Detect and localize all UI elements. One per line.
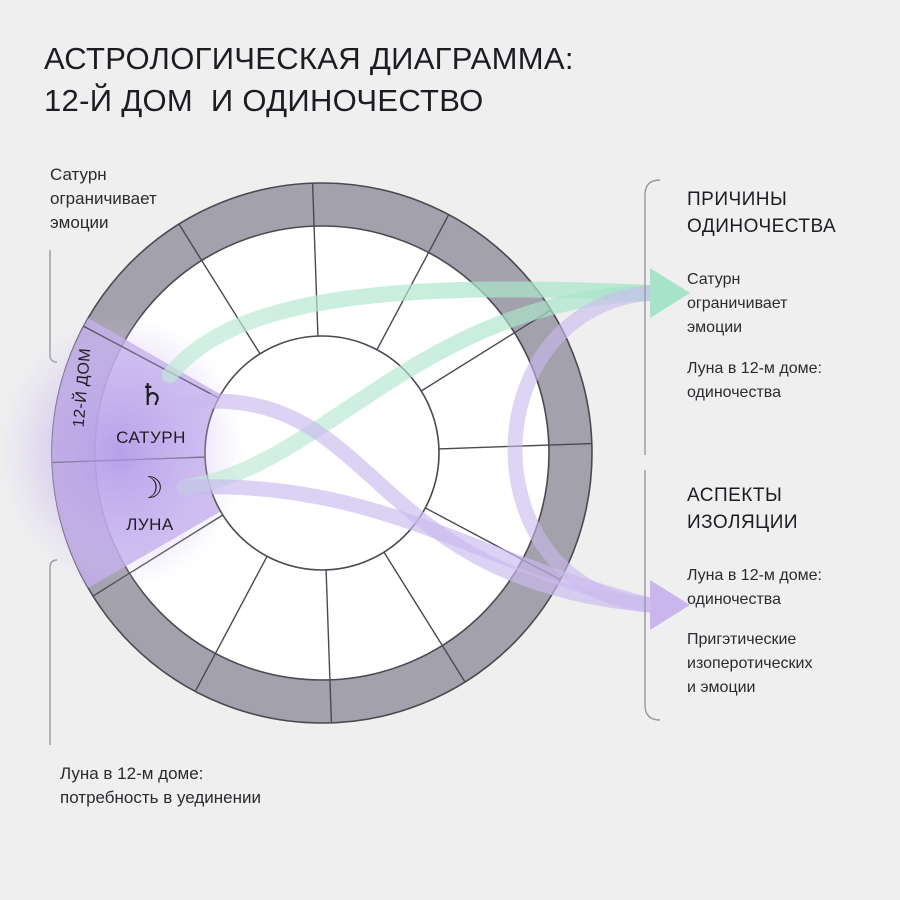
aspects-item-line: одиночества <box>687 591 781 608</box>
ring-divider-line <box>194 653 217 692</box>
moon-note-line: Луна в 12-м доме: <box>60 764 204 783</box>
flow-causes-to-aspects <box>507 285 658 613</box>
aspects-item-line: Пригэтические <box>687 631 797 648</box>
flow-saturn-to-causes <box>162 281 658 383</box>
aspects-item-line: Луна в 12-м доме: <box>687 567 822 584</box>
moon-note-line: потребность в уединении <box>60 788 262 807</box>
causes-item-line: одиночества <box>687 384 781 401</box>
causes-heading-line: ОДИНОЧЕСТВА <box>687 216 837 237</box>
saturn-label: САТУРН <box>116 428 186 447</box>
arrow-to-causes <box>650 268 690 318</box>
house-cusp-line <box>313 226 319 337</box>
saturn-note-line: Сатурн <box>50 165 107 184</box>
saturn-note-line: ограничивает <box>50 189 157 208</box>
causes-heading-line: ПРИЧИНЫ <box>687 189 788 210</box>
aspects-item-line: и эмоции <box>687 679 756 696</box>
arrow-to-aspects <box>650 580 690 630</box>
causes-item-moon: Луна в 12-м доме: одиночества <box>687 357 822 405</box>
house-cusp-line <box>376 252 430 351</box>
house-cusp-line <box>383 551 443 646</box>
house-cusp-line <box>201 260 261 355</box>
title-line-2: 12-Й ДОМ И ОДИНОЧЕСТВО <box>44 83 484 118</box>
ring-divider-line <box>178 223 203 261</box>
house-cusp-line <box>438 444 549 450</box>
ring-divider-line <box>329 679 333 723</box>
causes-item-line: Луна в 12-м доме: <box>687 360 822 377</box>
flow-moon-to-causes <box>177 285 658 495</box>
causes-bracket <box>644 179 661 455</box>
ring-divider-line <box>548 442 592 446</box>
ring-divider-line <box>441 645 466 683</box>
causes-item-line: Сатурн <box>687 271 741 288</box>
aspects-item-line: изоперотических <box>687 655 813 672</box>
causes-heading: ПРИЧИНЫ ОДИНОЧЕСТВА <box>687 186 836 240</box>
moon-note-bracket <box>49 559 58 745</box>
title-line-1: АСТРОЛОГИЧЕСКАЯ ДИАГРАММА: <box>44 41 574 76</box>
aspects-heading: АСПЕКТЫ ИЗОЛЯЦИИ <box>687 482 798 536</box>
causes-item-line: эмоции <box>687 319 743 336</box>
aspects-heading-line: ИЗОЛЯЦИИ <box>687 512 799 533</box>
saturn-note: Сатурн ограничивает эмоции <box>50 163 157 235</box>
saturn-glyph-icon: ♄ <box>139 378 166 413</box>
house-cusp-line <box>420 332 515 392</box>
aspects-bracket <box>644 470 661 721</box>
flow-saturn-to-aspects <box>177 393 658 613</box>
aspects-item-emotions: Пригэтические изоперотических и эмоции <box>687 628 812 700</box>
saturn-note-line: эмоции <box>50 213 109 232</box>
moon-glyph-icon: ☽ <box>137 471 164 506</box>
house-cusp-line <box>325 569 331 680</box>
house-cusp-line <box>214 555 268 654</box>
causes-item-line: ограничивает <box>687 295 788 312</box>
twelfth-house-glow <box>0 312 245 592</box>
aspects-item-moon: Луна в 12-м доме: одиночества <box>687 564 822 612</box>
ring-divider-line <box>311 183 315 227</box>
moon-note: Луна в 12-м доме: потребность в уединени… <box>60 762 261 810</box>
ring-divider-line <box>427 214 450 253</box>
page-title: АСТРОЛОГИЧЕСКАЯ ДИАГРАММА: 12-Й ДОМ И ОД… <box>44 38 574 122</box>
aspects-heading-line: АСПЕКТЫ <box>687 485 783 506</box>
moon-label: ЛУНА <box>126 515 174 534</box>
causes-item-saturn: Сатурн ограничивает эмоции <box>687 268 788 340</box>
